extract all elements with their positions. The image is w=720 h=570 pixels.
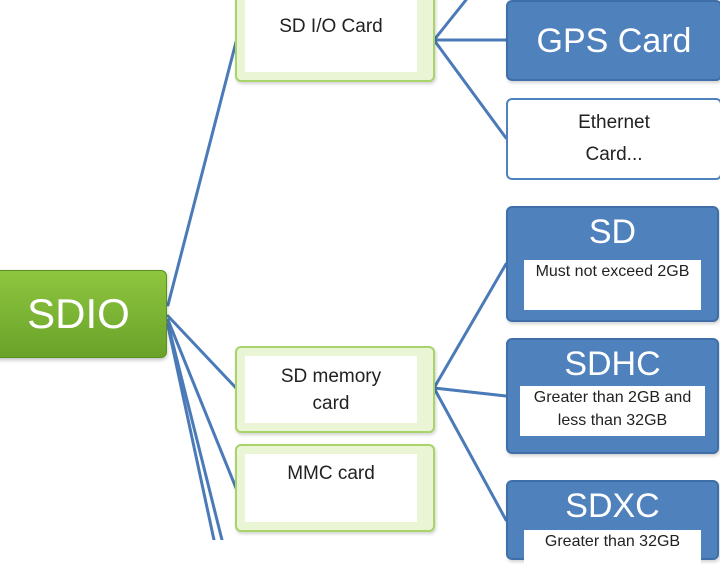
sdio-root-label: SDIO (27, 290, 130, 337)
connector-io-top (432, 0, 468, 42)
sd-io-card-label: SD I/O Card (279, 16, 383, 37)
connector-root-io (166, 40, 238, 307)
connector-lines (166, 0, 508, 540)
sdhc-type-title: SDHC (564, 345, 661, 383)
ethernet-card-label: Ethernet Card... (578, 112, 650, 165)
connector-root-extra-2 (166, 324, 216, 540)
connector-memory-sd (432, 262, 508, 390)
sdxc-type-node: SDXC Greater than 32GB (506, 480, 719, 570)
sdhc-type-note: Greater than 2GB and less than 32GB (520, 386, 705, 436)
sd-io-card-node: SD I/O Card (235, 0, 435, 82)
connector-memory-sdhc (432, 386, 508, 398)
gps-card-label: GPS Card (536, 21, 692, 60)
connector-root-memory (166, 314, 238, 390)
mmc-card-node: MMC card (235, 444, 435, 532)
connector-io-ethernet (432, 38, 508, 140)
sd-type-title: SD (588, 213, 637, 251)
sd-type-node: SD Must not exceed 2GB (506, 206, 719, 322)
sd-memory-card-label: SD memory card (280, 365, 382, 414)
sdxc-type-note: Greater than 32GB (524, 530, 701, 570)
sdxc-type-title: SDXC (565, 487, 660, 525)
sd-type-note: Must not exceed 2GB (524, 260, 701, 310)
gps-card-node: GPS Card (506, 0, 720, 81)
connector-memory-sdxc (432, 386, 508, 522)
sdhc-type-node: SDHC Greater than 2GB and less than 32GB (506, 338, 719, 454)
ethernet-card-node: Ethernet Card... (506, 98, 720, 180)
connector-root-mmc (166, 318, 238, 490)
mmc-card-label: MMC card (287, 463, 375, 484)
connector-root-extra-1 (166, 322, 224, 540)
sd-memory-card-node: SD memory card (235, 346, 435, 433)
sdio-root-node: SDIO (0, 270, 167, 358)
